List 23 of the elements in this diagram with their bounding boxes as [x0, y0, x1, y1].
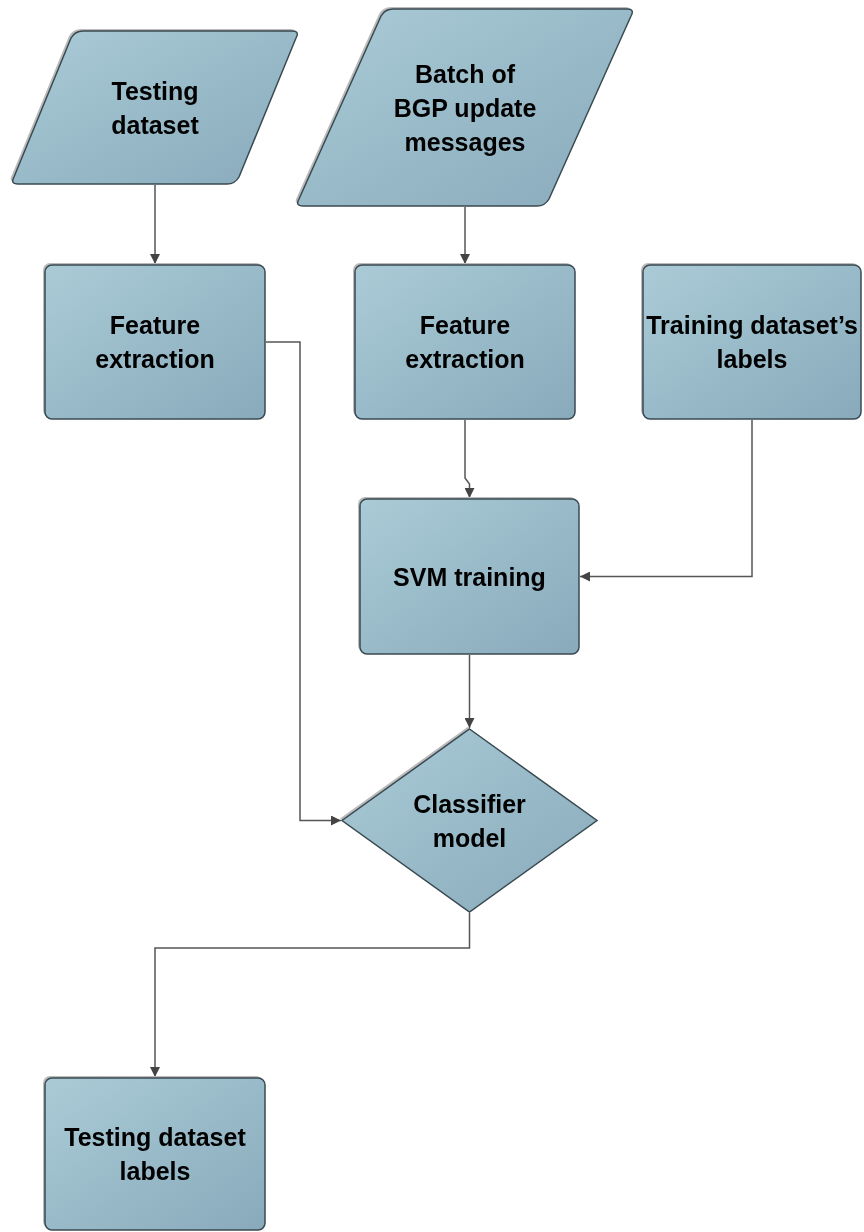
process-box — [354, 264, 576, 420]
node-label: Batch of BGP update messages — [392, 58, 538, 158]
process-box — [642, 264, 862, 420]
node-label: Training dataset’s labels — [645, 310, 859, 375]
data-parallelogram — [295, 8, 635, 207]
node-label: Classifier model — [412, 788, 527, 854]
arrow — [460, 206, 470, 265]
process-box — [44, 1077, 266, 1231]
node-label: SVM training — [393, 561, 546, 593]
data-parallelogram — [10, 30, 300, 185]
arrow — [265, 341, 342, 826]
arrow — [150, 912, 471, 1078]
decision-diamond — [341, 728, 598, 913]
node-label: Testing dataset — [110, 75, 200, 141]
node-label: Feature extraction — [94, 310, 216, 375]
process-box — [359, 498, 580, 655]
node-label: Feature extraction — [404, 310, 526, 375]
arrow — [464, 419, 475, 499]
arrow — [579, 419, 753, 582]
arrow — [464, 654, 475, 729]
process-box — [44, 264, 266, 420]
node-label: Testing dataset labels — [63, 1122, 247, 1187]
arrow — [150, 184, 160, 265]
